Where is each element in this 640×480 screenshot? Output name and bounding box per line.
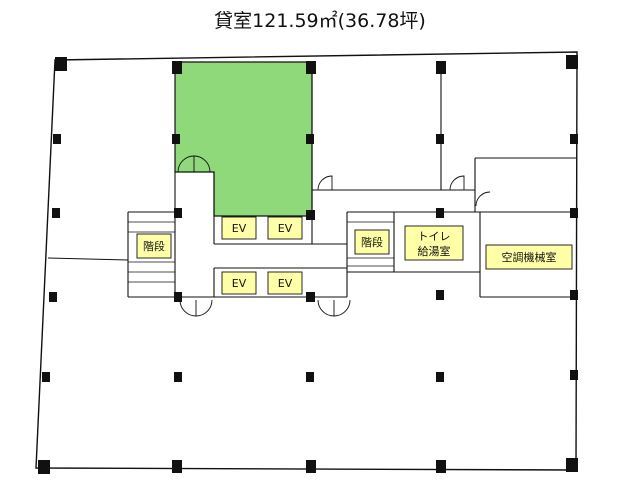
toilet-kitchenette-label: トイレ 給湯室 — [404, 225, 464, 261]
stair-left-label: 階段 — [136, 233, 172, 259]
stair-right-treads — [347, 221, 394, 267]
stair-left-treads — [128, 221, 175, 283]
svg-text:空調機械室: 空調機械室 — [502, 250, 557, 264]
structural-columns — [38, 55, 578, 474]
svg-text:EV: EV — [232, 277, 247, 290]
stair-right-label: 階段 — [354, 229, 390, 255]
internal-walls — [47, 62, 576, 298]
svg-text:階段: 階段 — [361, 235, 383, 249]
ev-label-4: EV — [267, 271, 303, 295]
svg-text:階段: 階段 — [143, 239, 165, 253]
svg-text:トイレ: トイレ — [418, 230, 451, 243]
leased-area — [174, 61, 313, 217]
svg-text:EV: EV — [232, 222, 247, 235]
svg-text:給湯室: 給湯室 — [418, 244, 451, 258]
ev-label-3: EV — [221, 271, 257, 295]
floor-area-title: 貸室121.59㎡(36.78坪) — [214, 10, 426, 32]
ev-label-2: EV — [267, 216, 303, 240]
mechanical-room-label: 空調機械室 — [485, 244, 573, 270]
svg-text:EV: EV — [278, 277, 293, 290]
door-swings — [177, 155, 491, 317]
ev-label-1: EV — [221, 216, 257, 240]
svg-text:EV: EV — [278, 222, 293, 235]
